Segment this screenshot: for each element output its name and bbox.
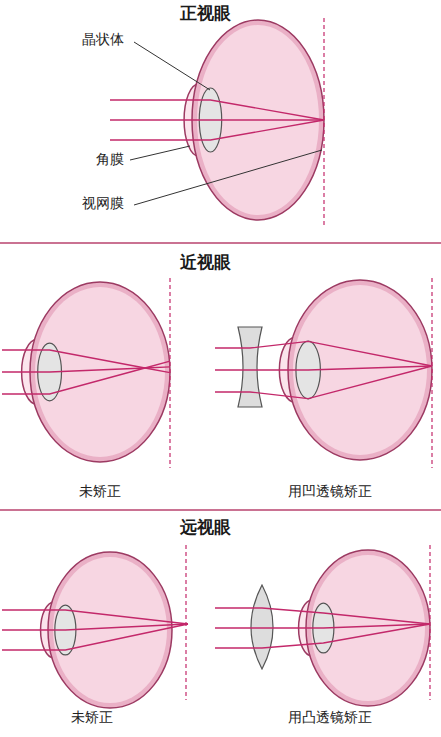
caption-label: 用凸透镜矫正 <box>288 708 372 726</box>
section-title: 远视眼 <box>180 516 231 538</box>
part-label: 视网膜 <box>82 194 124 212</box>
caption-label: 未矫正 <box>71 708 113 726</box>
section-title: 正视眼 <box>180 2 231 24</box>
caption-label: 用凹透镜矫正 <box>288 482 372 500</box>
part-label: 晶状体 <box>82 30 124 48</box>
part-label: 角膜 <box>96 150 124 168</box>
caption-label: 未矫正 <box>79 482 121 500</box>
section-title: 近视眼 <box>180 251 231 273</box>
